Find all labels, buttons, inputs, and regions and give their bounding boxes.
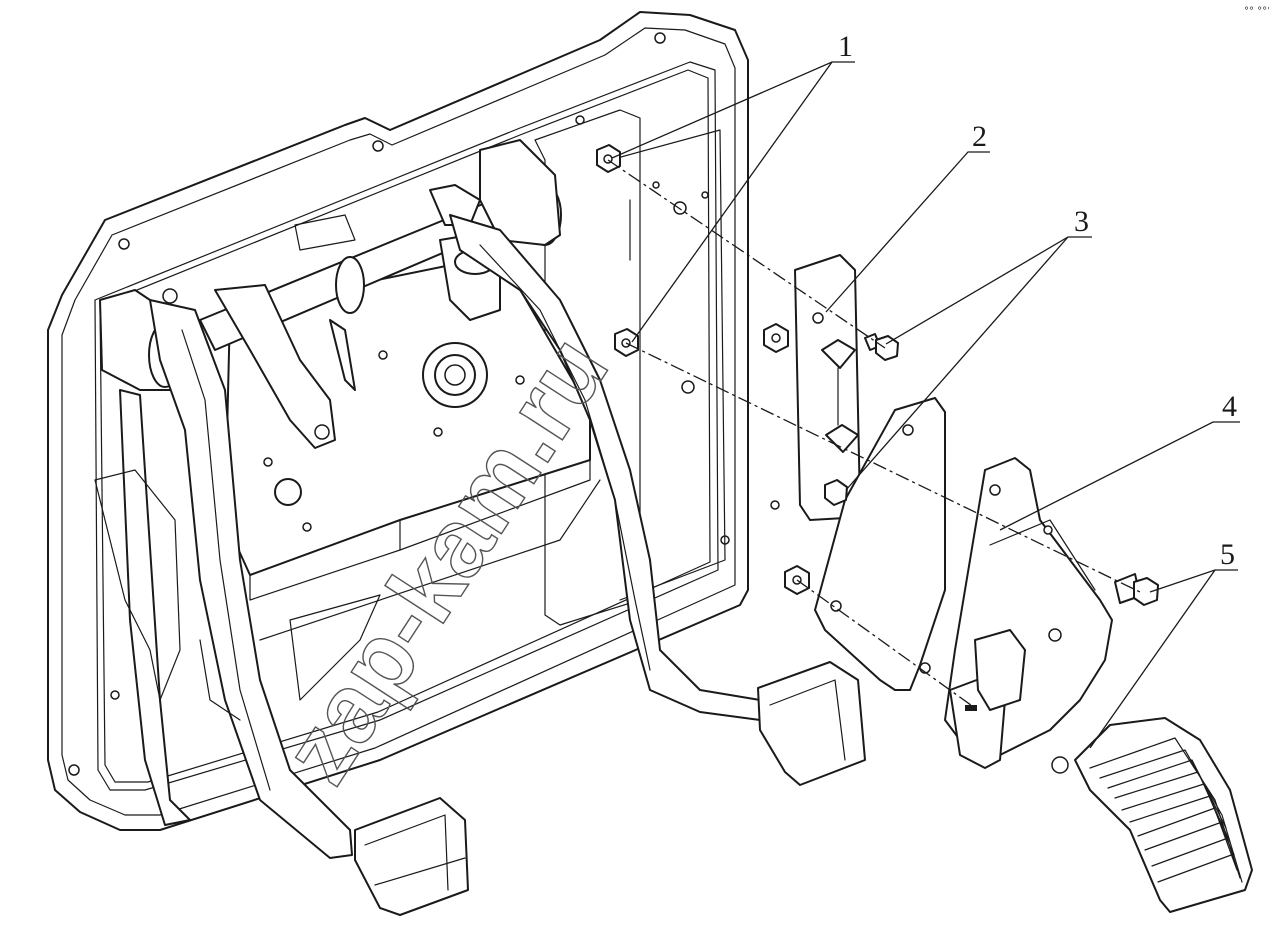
callout-2: 2: [972, 120, 987, 153]
nut-upper: [596, 144, 621, 173]
assembly-axis-lines: [607, 159, 1141, 709]
fasteners: [596, 144, 1159, 606]
lower-left-panel: [94, 469, 381, 721]
callout-3: 3: [1074, 205, 1089, 238]
nut-right-upper: [763, 323, 789, 353]
bolt-upper: [864, 333, 899, 361]
callout-1: 1: [838, 30, 853, 63]
callout-4: 4: [1222, 390, 1237, 423]
accelerator-pad-part-5: [1074, 717, 1253, 913]
callout-labels: 1 2 3 4 5: [838, 30, 1237, 571]
nut-middle: [614, 328, 639, 357]
center-pedal: [449, 214, 866, 786]
corner-mark: °° °°°: [1244, 6, 1269, 17]
nut-right-lower: [784, 565, 810, 595]
left-pedal: [119, 299, 469, 916]
callout-leaders: [611, 61, 1240, 749]
spacer-plate-part-2: [794, 254, 861, 521]
bolt-lower-left: [824, 479, 848, 506]
callout-5: 5: [1220, 538, 1235, 571]
bolt-lower-right: [1114, 573, 1159, 606]
pedal-bracket-frame: [47, 11, 780, 831]
accelerator-housing-part-4: [944, 457, 1113, 774]
